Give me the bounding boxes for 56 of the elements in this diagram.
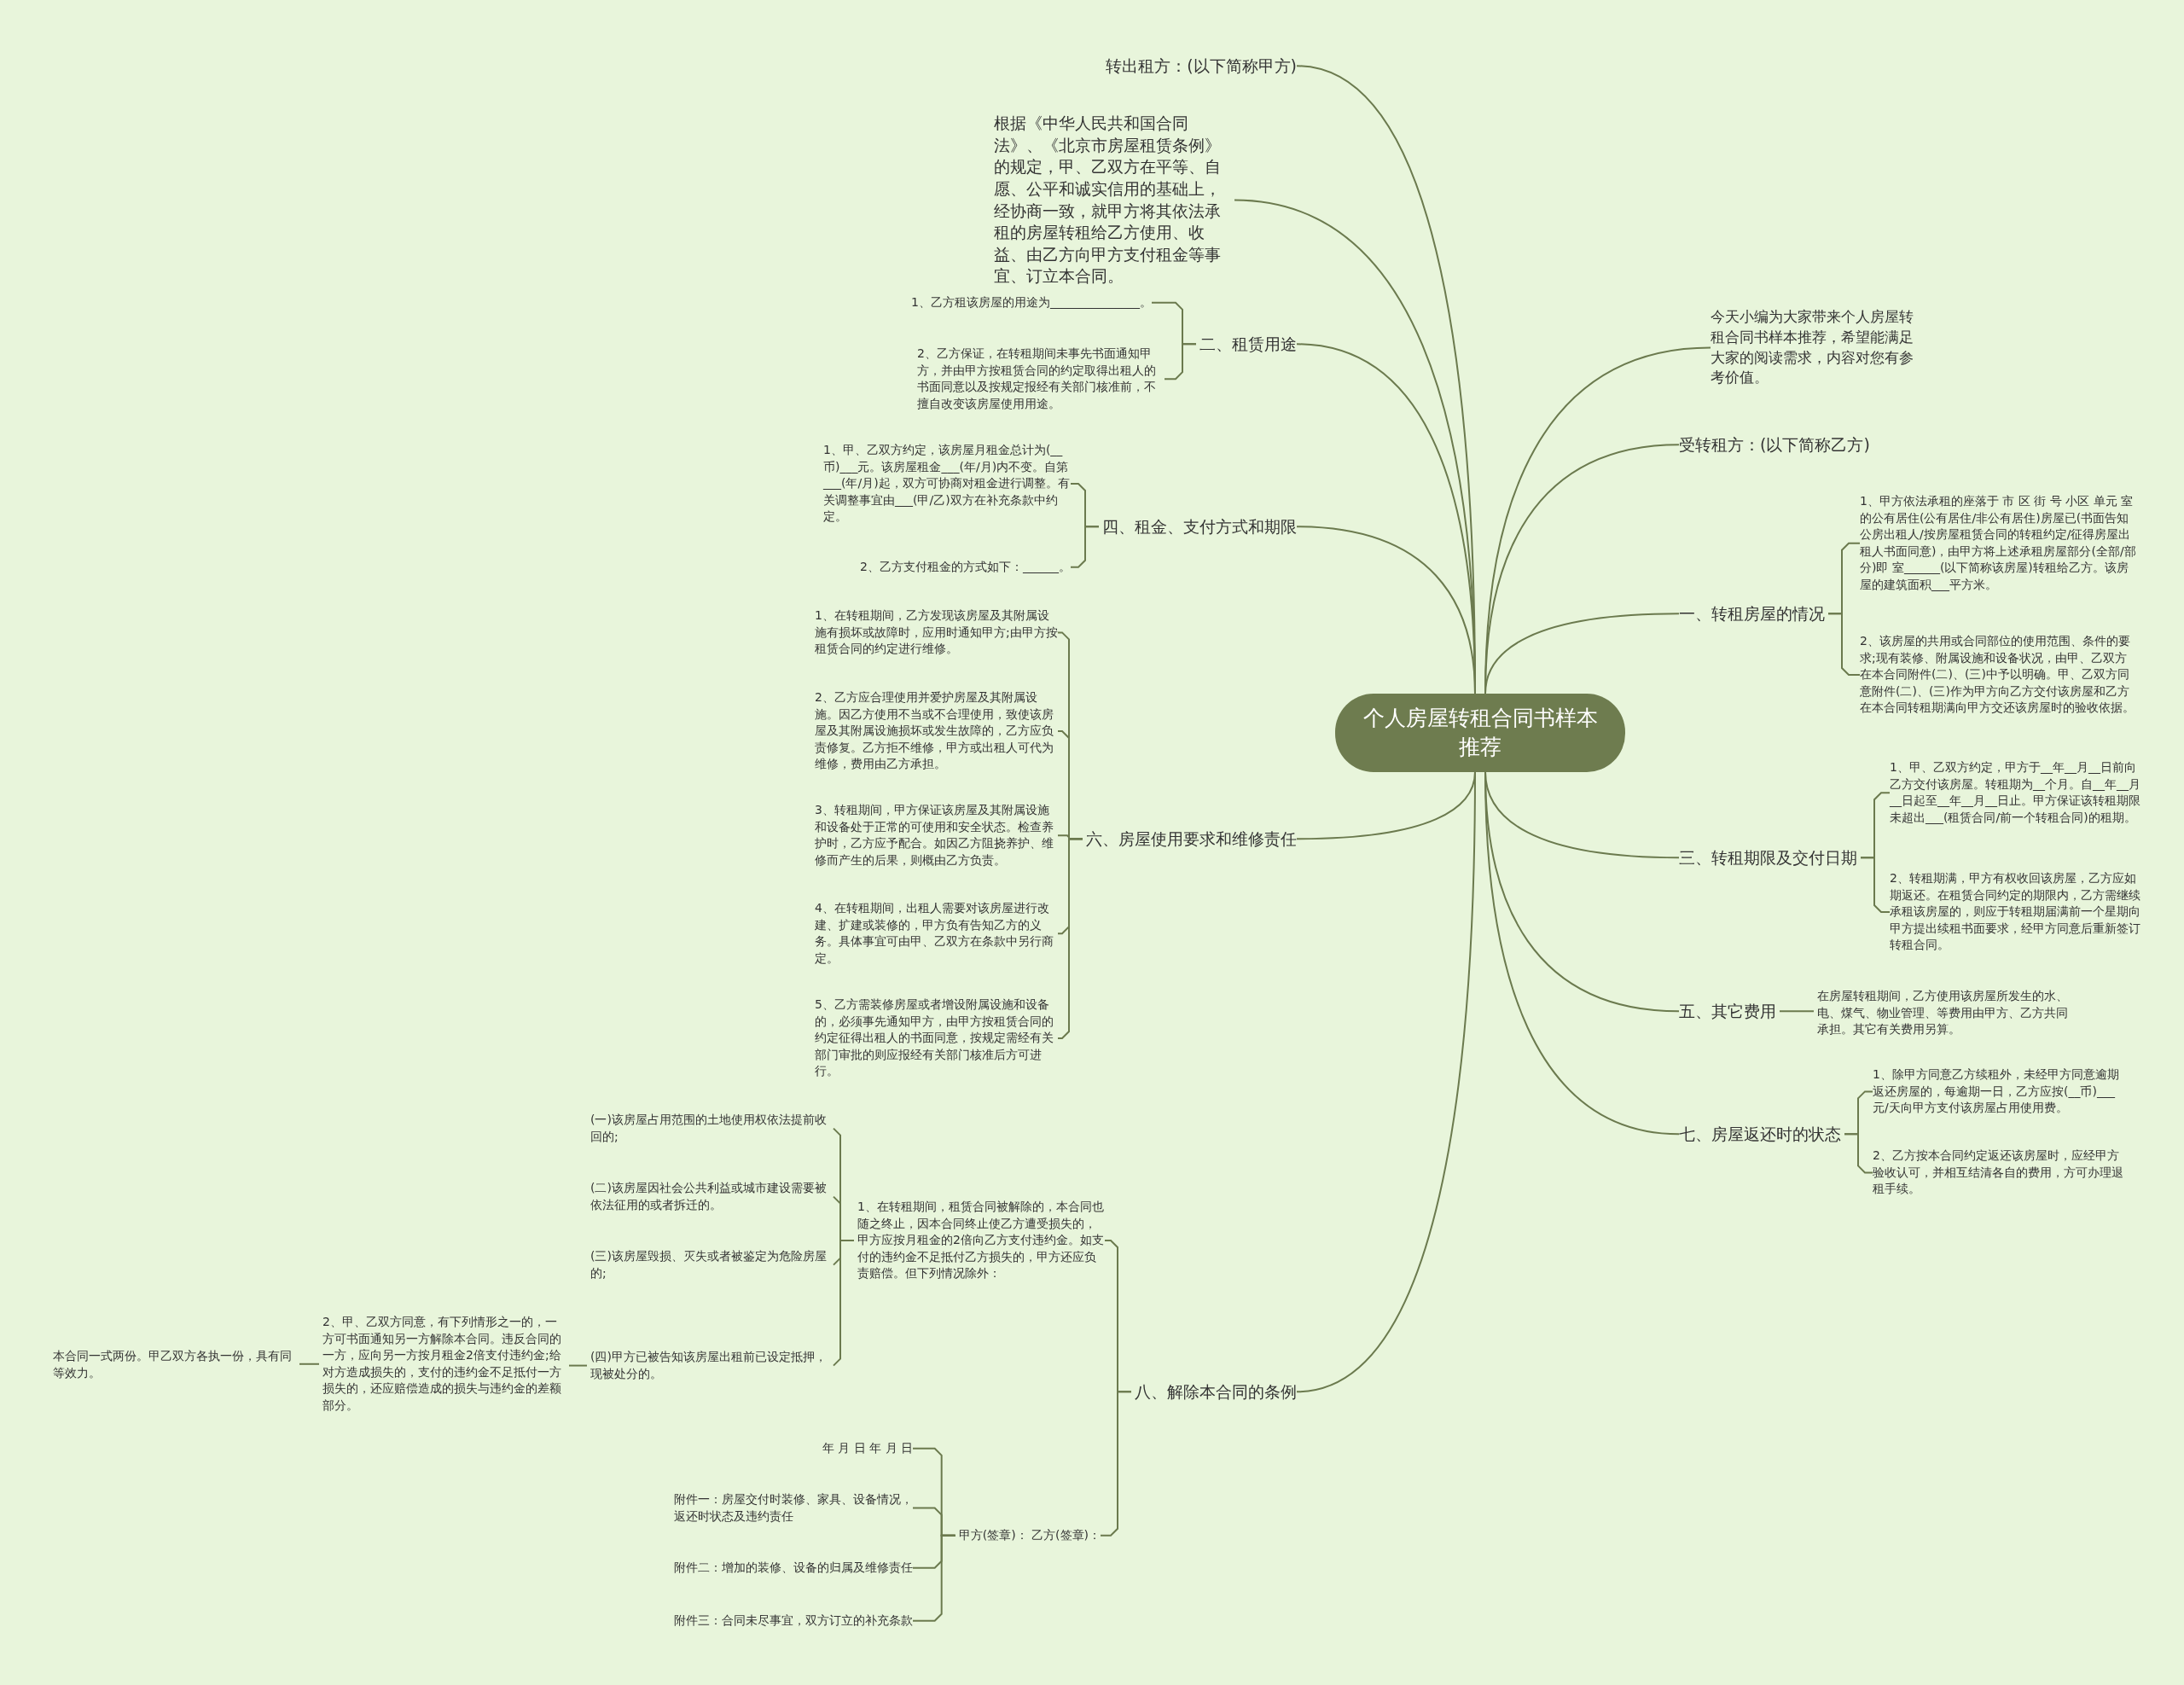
subtopic-text: 本合同一式两份。甲乙双方各执一份，具有同等效力。 xyxy=(53,1348,296,1382)
subtopic-text: (一)该房屋占用范围的土地使用权依法提前收回的; xyxy=(590,1112,834,1146)
branch-line xyxy=(1296,526,1476,694)
subtopic-text: 2、乙方按本合同约定返还该房屋时，应经甲方验收认可，并相互结清各自的费用，方可办理退租手续。 xyxy=(1873,1148,2129,1198)
branch-line xyxy=(1779,1010,1815,1013)
subtopic-text: 5、乙方需装修房屋或者增设附属设施和设备的，必须事先通知甲方，由甲方按租赁合同的约定征得出租人的书面同意，按规定需经有关部门审批的则应报经有关部门核准后方可进行。 xyxy=(815,996,1058,1080)
subtopic-text: 1、甲、乙双方约定，该房屋月租金总计为(__币)___元。该房屋租金___(年/月)内不变。自第___(年/月)起，双方可协商对租金进行调整。有关调整事宜由___(甲/乙)双方在补充条款中约定。 xyxy=(823,442,1071,526)
subtopic-text: (二)该房屋因社会公共利益或城市建设需要被依法征用的或者拆迁的。 xyxy=(590,1180,834,1214)
subtopic-text: 在房屋转租期间，乙方使用该房屋所发生的水、电、煤气、物业管理、等费用由甲方、乙方共同承担。其它有关费用另算。 xyxy=(1817,988,2073,1038)
subtopic-text: 3、转租期间，甲方保证该房屋及其附属设施和设备处于正常的可使用和安全状态。检查养护时，乙方应予配合。如因乙方阻挠养护、维修而产生的后果，则概由乙方负责。 xyxy=(815,802,1058,869)
branch-topic: 三、转租期限及交付日期 xyxy=(1679,846,1857,869)
branch-topic: 二、租赁用途 xyxy=(1199,333,1297,356)
subtopic-text: 今天小编为大家带来个人房屋转租合同书样本推荐，希望能满足大家的阅读需求，内容对您有参考价值。 xyxy=(1711,307,1915,389)
subtopic-text: 2、该房屋的共用或合同部位的使用范围、条件的要求;现有装修、附属设施和设备状况，由甲、乙双方在本合同附件(二)、(三)中予以明确。甲、乙双方同意附件(二)、(三)作为甲方向乙方交付该房屋和乙方在本合同转租期满向甲方交还该房屋时的验收依据。 xyxy=(1860,633,2137,717)
subtopic-text: 1、在转租期间，乙方发现该房屋及其附属设施有损坏或故障时，应用时通知甲方;由甲方按租赁合同的约定进行维修。 xyxy=(815,607,1058,658)
branch-topic: 五、其它费用 xyxy=(1679,1000,1776,1023)
branch-topic: 附件三：合同未尽事宜，双方订立的补充条款 xyxy=(674,1612,913,1630)
branch-topic: 转出租方：(以下简称甲方) xyxy=(1106,55,1297,78)
branch-line xyxy=(568,1364,588,1367)
branch-line xyxy=(1057,838,1083,1039)
branch-topic: 年 月 日 年 月 日 xyxy=(822,1440,913,1457)
branch-line xyxy=(1844,1133,1873,1174)
branch-line xyxy=(299,1363,320,1365)
branch-line xyxy=(912,1534,956,1622)
branch-topic: 2、乙方支付租金的方式如下：______。 xyxy=(860,559,1071,576)
branch-topic: 甲方(签章)： 乙方(签章)： xyxy=(958,1527,1101,1544)
branch-line xyxy=(1164,343,1197,381)
branch-topic: 六、房屋使用要求和维修责任 xyxy=(1086,828,1297,851)
branch-line xyxy=(1860,857,1891,913)
branch-topic: 八、解除本合同的条例 xyxy=(1135,1380,1297,1403)
central-topic: 个人房屋转租合同书样本推荐 xyxy=(1335,694,1625,772)
branch-line xyxy=(1100,1391,1132,1537)
branch-topic: 一、转租房屋的情况 xyxy=(1679,602,1825,625)
subtopic-text: (四)甲方已被告知该房屋出租前已设定抵押，现被处分的。 xyxy=(590,1349,834,1383)
branch-line xyxy=(833,1240,855,1367)
subtopic-text: 根据《中华人民共和国合同法》、《北京市房屋租赁条例》的规定，甲、乙双方在平等、自愿、公平和诚实信用的基础上，经协商一致，就甲方将其依法承租的房屋转租给乙方使用、收益、由乙方向甲方支付租金等事宜、订立本合同。 xyxy=(994,113,1234,288)
branch-line xyxy=(1296,770,1476,1393)
subtopic-text: 2、甲、乙双方同意，有下列情形之一的，一方可书面通知另一方解除本合同。违反合同的一方，应向另一方按月租金2倍支付违约金;给对方造成损失的，支付的违约金不足抵付一方损失的，还应赔偿造成的损失与违约金的差额部分。 xyxy=(322,1314,566,1415)
subtopic-text: (三)该房屋毁损、灭失或者被鉴定为危险房屋的; xyxy=(590,1248,834,1282)
branch-topic: 受转租方：(以下简称乙方) xyxy=(1679,433,1870,456)
subtopic-text: 2、乙方保证，在转租期间未事先书面通知甲方，并由甲方按租赁合同的约定取得出租人的书面同意以及按规定报经有关部门核准前，不擅自改变该房屋使用用途。 xyxy=(917,346,1165,413)
branch-topic: 四、租金、支付方式和期限 xyxy=(1102,515,1297,538)
branch-line xyxy=(1070,526,1100,568)
subtopic-text: 2、转租期满，甲方有权收回该房屋，乙方应如期返还。在租赁合同约定的期限内，乙方需继续承租该房屋的，则应于转租期届满前一个星期向甲方提出续租书面要求，经甲方同意后重新签订转租合同。 xyxy=(1890,870,2146,954)
subtopic-text: 1、甲方依法承租的座落于 市 区 街 号 小区 单元 室的公有居住(公有居住/非公有居住)房屋已(书面告知公房出租人/按房屋租赁合同的转租约定/征得房屋出租人书面同意)，由甲方将上述承租房屋部分(全部/部分)即 室______(以下简称该房屋)转租给乙方。该房屋的建筑面积___平方米。 xyxy=(1860,493,2137,594)
subtopic-text: 1、甲、乙双方约定，甲方于__年__月__日前向乙方交付该房屋。转租期为__个月。自__年__月__日起至__年__月__日止。甲方保证该转租期限未超出___(租赁合同/前一个转租合同)的租期。 xyxy=(1890,759,2146,827)
subtopic-text: 附件一：房屋交付时装修、家具、设备情况，返还时状态及违约责任 xyxy=(674,1491,913,1525)
branch-topic: 七、房屋返还时的状态 xyxy=(1679,1123,1841,1146)
branch-topic: 附件二：增加的装修、设备的归属及维修责任 xyxy=(674,1560,913,1577)
branch-topic: 1、乙方租该房屋的用途为_______________。 xyxy=(911,294,1152,311)
subtopic-text: 1、在转租期间，租赁合同被解除的，本合同也随之终止，因本合同终止使乙方遭受损失的，甲方应按月租金的2倍向乙方支付违约金。如支付的违约金不足抵付乙方损失的，甲方还应负责赔偿。但下列情况除外： xyxy=(857,1199,1105,1282)
subtopic-text: 1、除甲方同意乙方续租外，未经甲方同意逾期返还房屋的，每逾期一日，乙方应按(__币)___元/天向甲方支付该房屋占用使用费。 xyxy=(1873,1066,2129,1117)
branch-line xyxy=(1484,613,1680,694)
branch-line xyxy=(1827,613,1861,676)
subtopic-text: 2、乙方应合理使用并爱护房屋及其附属设施。因乙方使用不当或不合理使用，致使该房屋及其附属设施损坏或发生故障的，乙方应负责修复。乙方拒不维修，甲方或出租人可代为维修，费用由乙方承担。 xyxy=(815,689,1058,773)
subtopic-text: 4、在转租期间，出租人需要对该房屋进行改建、扩建或装修的，甲方负有告知乙方的义务。具体事宜可由甲、乙双方在条款中另行商定。 xyxy=(815,900,1058,967)
